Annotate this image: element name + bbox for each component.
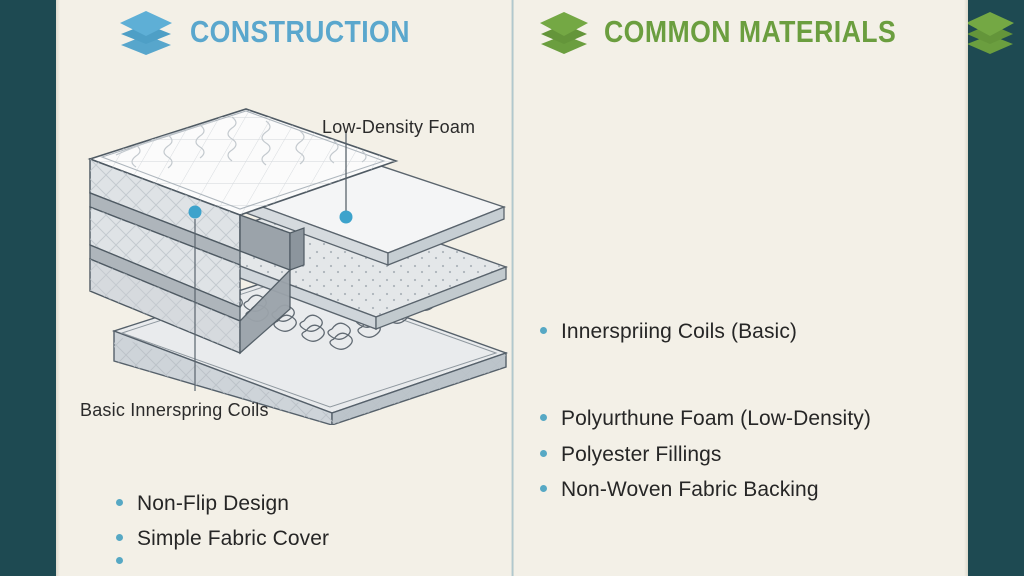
callout-label-low-density-foam: Low-Density Foam [322, 117, 476, 137]
list-item: Polyurthune Foam (Low-Density) [540, 405, 970, 432]
layers-stack-icon [118, 9, 174, 55]
construction-title: CONSTRUCTION [190, 14, 410, 49]
bullet-dot-icon [116, 556, 123, 564]
construction-header: CONSTRUCTION [118, 8, 446, 56]
layers-stack-icon [538, 10, 590, 54]
list-item: Polyester Fillings [540, 441, 970, 468]
list-item-label: Polyurthune Foam (Low-Density) [561, 407, 871, 431]
letterbox-bar-left [0, 0, 56, 576]
slide-canvas: CONSTRUCTION COMMON MATERIALS [56, 0, 1014, 576]
list-item: Simple Fabric Cover [116, 525, 496, 552]
bullet-dot-icon [540, 327, 547, 334]
letterbox-bar-right [968, 0, 1024, 576]
column-divider [511, 0, 514, 576]
list-item-label: Simple Fabric Cover [137, 527, 330, 551]
callout-label-basic-innerspring-coils: Basic Innerspring Coils [80, 400, 269, 420]
construction-bullet-list: Non-Flip Design Simple Fabric Cover [116, 490, 496, 576]
common-materials-header: COMMON MATERIALS [538, 8, 1016, 56]
layers-stack-icon [964, 10, 1016, 54]
list-item: Non-Flip Design [116, 490, 496, 517]
bullet-dot-icon [540, 414, 547, 422]
list-item-label: Non-Woven Fabric Backing [561, 477, 819, 501]
list-item-label: Innerspriing Coils (Basic) [561, 320, 798, 343]
list-item: Non-Woven Fabric Backing [540, 476, 970, 503]
mattress-cutaway-illustration: Low-Density Foam Basic Innerspring Coils [76, 95, 516, 426]
list-item-clipped [116, 556, 496, 568]
bullet-dot-icon [116, 534, 123, 542]
common-materials-title: COMMON MATERIALS [604, 14, 897, 49]
bullet-dot-icon [116, 499, 123, 506]
list-item-label: Non-Flip Design [137, 492, 290, 515]
list-item-label: Polyester Fillings [561, 442, 722, 466]
list-item: Innerspriing Coils (Basic) [540, 318, 970, 345]
bullet-dot-icon [540, 484, 547, 492]
bullet-dot-icon [540, 449, 547, 457]
common-materials-bullet-list: Innerspriing Coils (Basic) Polyurthune F… [540, 318, 970, 511]
